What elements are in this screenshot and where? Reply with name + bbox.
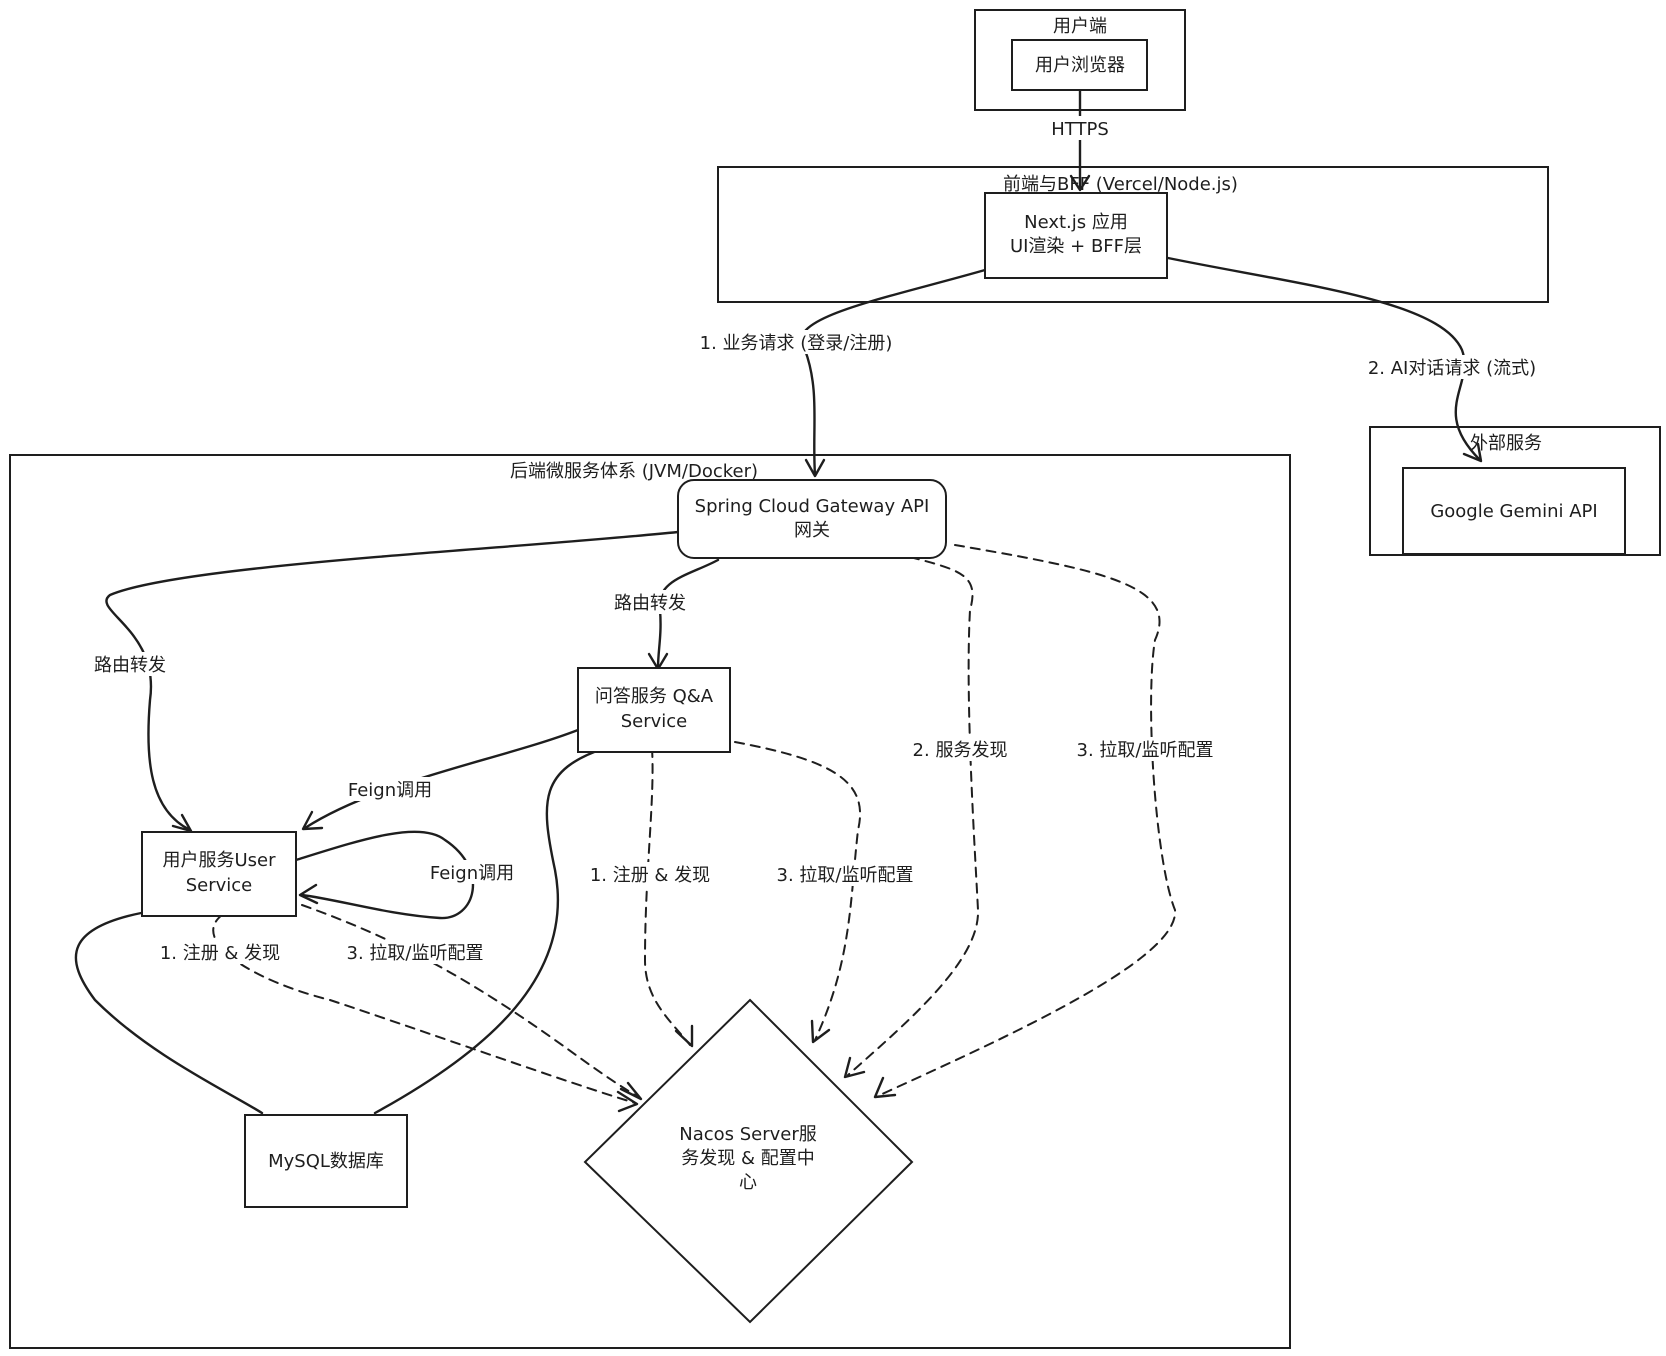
edge-gw-discovery-arrowhead (843, 1056, 866, 1079)
edge-business-label-bg (682, 330, 910, 354)
nacos-node-label-line3: 心 (739, 1172, 757, 1193)
edge-user-mysql (74, 908, 264, 1115)
edge-gw-discovery-label-bg (905, 737, 1015, 761)
gemini-node (1402, 467, 1626, 555)
gateway-node (677, 479, 947, 559)
edge-gw-config (879, 544, 1177, 1096)
mysql-node (244, 1114, 408, 1208)
edge-gw-config-label-bg (1065, 737, 1225, 761)
edge-qa-register-label: 1. 注册 & 发现 (590, 865, 710, 886)
edge-route-user-label-bg (85, 652, 175, 676)
edge-qa-register-arrowhead (674, 1024, 694, 1048)
edge-user-config-label-bg (335, 940, 495, 964)
browser-node (1011, 39, 1148, 91)
edge-gw-discovery (847, 556, 980, 1076)
edge-business-request-label: 1. 业务请求 (登录/注册) (700, 333, 893, 354)
edge-route-user (105, 530, 680, 832)
gateway-node-label-line2: 网关 (794, 520, 830, 541)
edge-feign2-label-bg (422, 860, 522, 884)
edge-feign-self-loop-arrowhead (298, 883, 319, 905)
user-service-node-label-line1: 用户服务User (162, 850, 276, 871)
edge-qa-config-arrowhead (810, 1019, 831, 1044)
edge-route-qa-label-bg (605, 590, 695, 614)
nextjs-node (984, 192, 1168, 279)
edge-gw-config-arrowhead (873, 1076, 897, 1099)
user-service-node (141, 831, 297, 917)
backend-group (9, 454, 1291, 1349)
edge-ai-request-label: 2. AI对话请求 (流式) (1368, 358, 1536, 379)
edge-feign-self-loop (294, 830, 475, 920)
edge-gw-discovery-label: 2. 服务发现 (913, 740, 1008, 761)
qa-service-node (577, 667, 731, 753)
edge-user-register-label: 1. 注册 & 发现 (160, 943, 280, 964)
nacos-node-label-line2: 务发现 & 配置中 (681, 1148, 814, 1169)
edge-https-label: HTTPS (1051, 119, 1109, 140)
edge-qa-config-label: 3. 拉取/监听配置 (777, 865, 914, 886)
edge-route-qa-label: 路由转发 (614, 593, 686, 614)
edge-user-config-arrowhead (619, 1081, 643, 1101)
edge-ai-request (1166, 256, 1482, 462)
nacos-node (583, 998, 914, 1324)
qa-service-node-label-line1: 问答服务 Q&A (595, 686, 714, 707)
edge-feign-qa-user-label: Feign调用 (348, 780, 432, 801)
edge-user-register-arrowhead (616, 1090, 639, 1113)
edge-ai-label-bg (1347, 355, 1557, 379)
edge-feign-qa-user-arrowhead (301, 810, 324, 831)
edge-qa-config (734, 741, 861, 1041)
edge-feign1-label-bg (340, 777, 440, 801)
edge-feign-qa-user (303, 728, 580, 830)
edge-business-request (800, 268, 987, 477)
gemini-node-label: Google Gemini API (1430, 501, 1597, 522)
edge-user-register-label-bg (150, 940, 290, 964)
edge-https-label-bg (1040, 116, 1120, 140)
edge-qa-mysql (373, 746, 607, 1115)
external-group-title: 外部服务 (1470, 433, 1542, 454)
edge-user-config-label: 3. 拉取/监听配置 (347, 943, 484, 964)
edge-business-request-arrowhead (804, 458, 826, 478)
edge-feign-self-loop-label: Feign调用 (430, 863, 514, 884)
nextjs-node-label-line1: Next.js 应用 (1024, 212, 1128, 233)
edge-user-config (301, 904, 641, 1099)
gateway-node-label-line1: Spring Cloud Gateway API (695, 496, 930, 517)
edge-route-user-label: 路由转发 (94, 655, 166, 676)
nextjs-node-label-line2: UI渲染 + BFF层 (1010, 236, 1142, 257)
browser-node-label: 用户浏览器 (1035, 55, 1125, 76)
edge-https-arrowhead (1069, 174, 1091, 192)
edge-gw-config-label: 3. 拉取/监听配置 (1077, 740, 1214, 761)
nacos-node-label-line1: Nacos Server服 (679, 1124, 817, 1145)
client-group-title: 用户端 (1053, 16, 1107, 37)
user-service-node-label-line2: Service (186, 875, 253, 896)
qa-service-node-label-line2: Service (621, 711, 688, 732)
edge-qa-register (643, 747, 691, 1046)
edge-route-user-arrowhead (171, 813, 193, 833)
mysql-node-label: MySQL数据库 (268, 1151, 384, 1172)
backend-group-title: 后端微服务体系 (JVM/Docker) (510, 461, 758, 482)
edge-qa-config-label-bg (765, 862, 925, 886)
edge-ai-request-arrowhead (1462, 442, 1483, 463)
edge-qa-register-label-bg (580, 862, 720, 886)
frontend-group (717, 166, 1549, 303)
frontend-group-title: 前端与BFF (Vercel/Node.js) (1003, 174, 1238, 195)
